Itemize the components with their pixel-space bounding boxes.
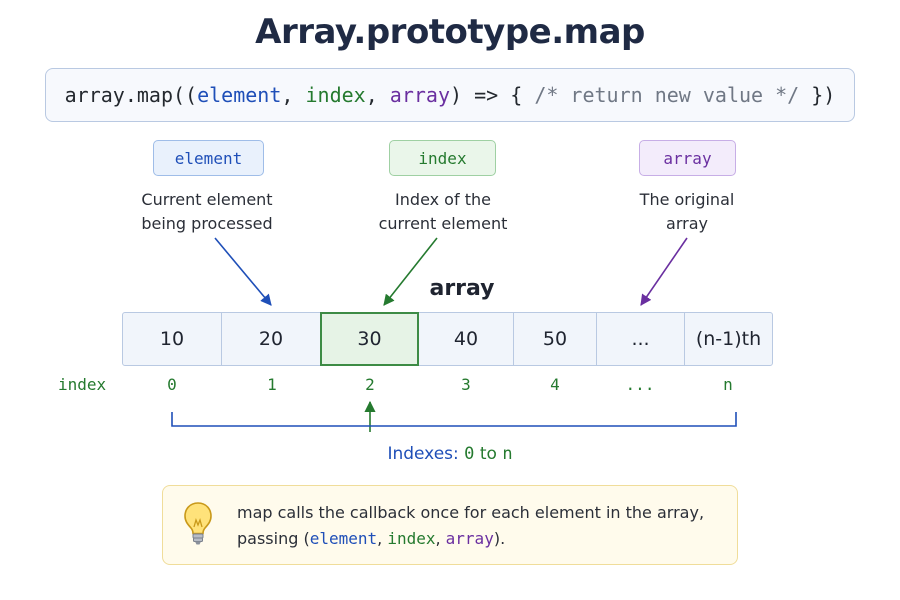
sig-suffix: }) (799, 83, 836, 107)
param-box-array: array (639, 140, 736, 176)
range-to-word: to (479, 444, 497, 464)
tip-param-array: array (445, 529, 494, 548)
index-value: 2 (365, 375, 375, 394)
sig-param-array: array (389, 83, 451, 107)
arrow-array (640, 237, 688, 306)
array-cell: ... (595, 312, 686, 366)
index-value: 3 (461, 375, 471, 394)
sig-sep-1: , (281, 83, 306, 107)
range-from: 0 (464, 444, 475, 464)
array-cell: 10 (122, 312, 222, 366)
sig-param-element: element (197, 83, 282, 107)
lightbulb-icon (184, 502, 212, 545)
tip-param-element: element (309, 529, 378, 548)
tip-prefix: passing ( (237, 529, 310, 548)
tip-param-index: index (387, 529, 436, 548)
range-bracket (171, 412, 737, 427)
sig-comment: /* return new value */ (534, 83, 800, 107)
index-row-label: index (58, 375, 107, 394)
sig-arrow: ) => { (450, 83, 535, 107)
array-cells: 10 20 30 40 50 ... (n-1)th (122, 312, 773, 366)
index-value: n (723, 375, 733, 394)
range-to: n (502, 444, 513, 464)
tip-line-1: map calls the callback once for each ele… (237, 503, 705, 522)
tip-line-2: passing (element, index, array). (237, 526, 732, 552)
tip-comma: , (435, 529, 446, 548)
param-desc-line: Index of the (395, 190, 491, 209)
array-cell: 40 (417, 312, 515, 366)
tip-comma: , (377, 529, 388, 548)
page-title: Array.prototype.map (255, 12, 645, 52)
param-desc-line: Current element (141, 190, 273, 209)
range-label: Indexes: (387, 444, 459, 464)
param-box-index: index (389, 140, 496, 176)
array-label: array (429, 276, 495, 301)
array-cell: (n-1)th (684, 312, 773, 366)
array-cell-highlighted: 30 (320, 312, 419, 366)
param-box-element: element (153, 140, 264, 176)
index-value: 0 (167, 375, 177, 394)
index-value: 1 (267, 375, 277, 394)
arrow-index (383, 237, 438, 306)
tip-text: map calls the callback once for each ele… (237, 500, 732, 552)
param-desc-line: current element (378, 214, 508, 233)
array-cell: 50 (513, 312, 597, 366)
sig-param-index: index (305, 83, 366, 107)
param-desc-line: The original (639, 190, 735, 209)
sig-prefix: array.map(( (64, 83, 198, 107)
index-value: 4 (550, 375, 560, 394)
arrow-element (214, 237, 272, 306)
tip-callout: map calls the callback once for each ele… (162, 485, 738, 565)
sig-sep-2: , (365, 83, 390, 107)
param-desc-line: being processed (141, 214, 273, 233)
index-value: ... (625, 375, 655, 394)
param-desc-line: array (666, 214, 708, 233)
method-signature: array.map((element, index, array) => { /… (45, 68, 855, 122)
param-desc-element: Current element being processed (100, 188, 314, 236)
tip-suffix: ). (493, 529, 506, 548)
param-desc-array: The original array (580, 188, 794, 236)
param-desc-index: Index of the current element (336, 188, 550, 236)
index-range: Indexes: 0 to n (300, 444, 600, 464)
